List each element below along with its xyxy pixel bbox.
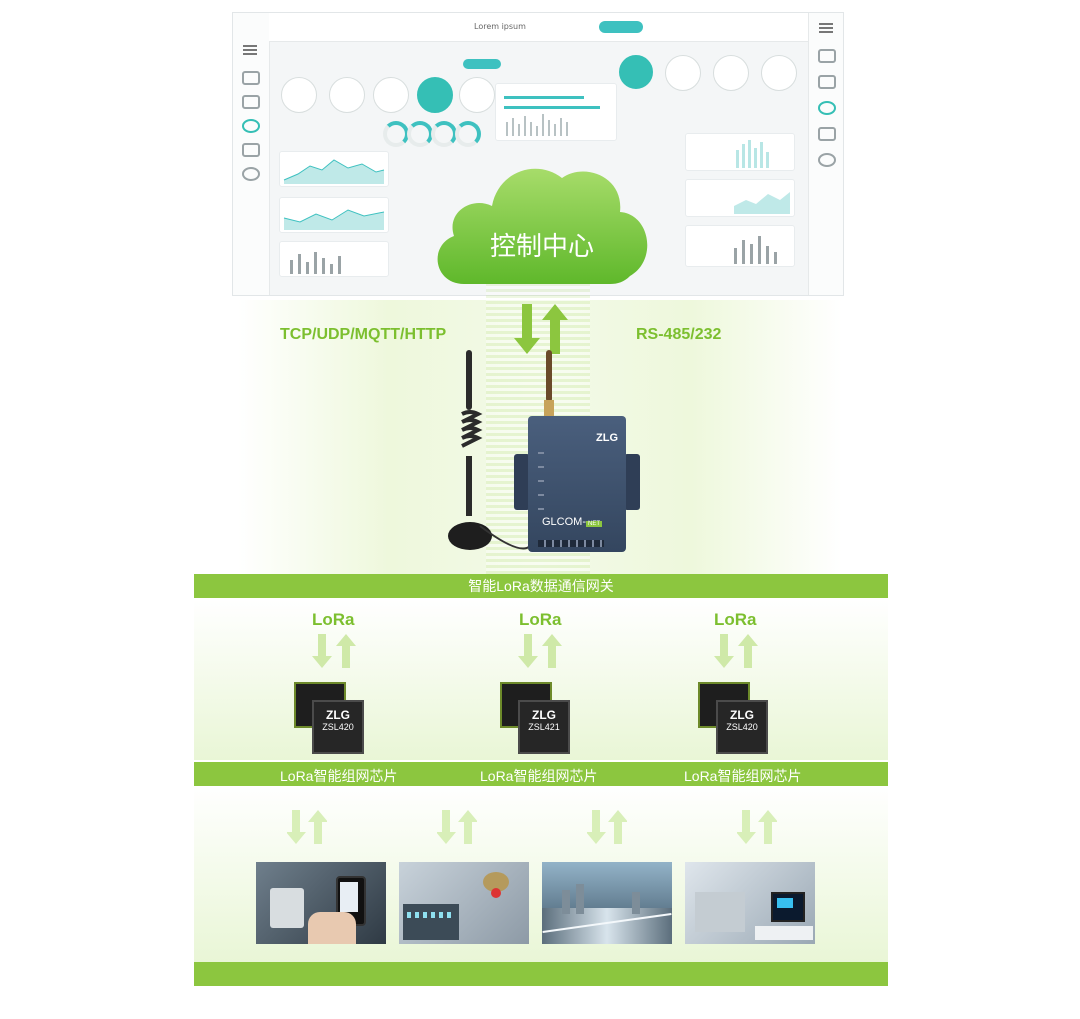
menu-icon[interactable] bbox=[819, 23, 833, 25]
cloud-label: 控制中心 bbox=[489, 232, 594, 262]
lora-label: LoRa bbox=[312, 610, 355, 629]
bidirectional-arrow-icon bbox=[514, 304, 568, 354]
bidirectional-arrow-icon bbox=[737, 810, 777, 844]
application-city-tile bbox=[542, 862, 672, 944]
bidirectional-arrow-icon bbox=[287, 810, 327, 844]
bidirectional-arrow-icon bbox=[714, 634, 758, 668]
bidirectional-arrow-icon bbox=[518, 634, 562, 668]
chart-panel bbox=[685, 179, 795, 217]
chip-model: ZSL420 bbox=[322, 722, 354, 732]
status-leds bbox=[538, 452, 544, 512]
chip-label: LoRa智能组网芯片 bbox=[280, 768, 398, 784]
chart-icon[interactable] bbox=[818, 49, 836, 63]
chart-panel bbox=[279, 151, 389, 187]
bidirectional-arrow-icon bbox=[312, 634, 356, 668]
stats-panel bbox=[495, 83, 617, 141]
application-meter-tile bbox=[256, 862, 386, 944]
chart-panel bbox=[279, 241, 389, 277]
shield-icon[interactable] bbox=[417, 77, 453, 113]
terminal-block bbox=[538, 540, 604, 547]
mount-ear bbox=[514, 454, 530, 510]
dashboard-topbar: Lorem ipsum bbox=[269, 13, 809, 42]
antenna-icon bbox=[448, 350, 530, 550]
lora-label: LoRa bbox=[714, 610, 757, 629]
cube-icon[interactable] bbox=[329, 77, 365, 113]
chip-label: LoRa智能组网芯片 bbox=[684, 768, 802, 784]
dashboard-screen: Lorem ipsum bbox=[232, 12, 844, 296]
bidirectional-arrow-icon bbox=[437, 810, 477, 844]
chip-model: ZSL421 bbox=[528, 722, 560, 732]
gateway-brand: ZLG bbox=[596, 432, 618, 444]
shield-icon[interactable] bbox=[619, 55, 653, 89]
cloud-icon bbox=[437, 168, 648, 284]
chart-icon[interactable] bbox=[242, 71, 260, 85]
protocol-label-right: RS-485/232 bbox=[636, 326, 722, 343]
topbar-user[interactable]: Lorem ipsum bbox=[474, 22, 526, 31]
chart-panel bbox=[279, 197, 389, 233]
lora-label: LoRa bbox=[519, 610, 562, 629]
dashboard-button[interactable] bbox=[463, 59, 501, 69]
percent-row bbox=[383, 121, 483, 149]
trophy-icon[interactable] bbox=[373, 77, 409, 113]
gateway-model-suffix: NET bbox=[586, 521, 602, 527]
application-bar bbox=[194, 962, 888, 986]
application-factory-tile bbox=[685, 862, 815, 944]
chip-label: LoRa智能组网芯片 bbox=[480, 768, 598, 784]
chip-brand: ZLG bbox=[730, 708, 754, 722]
chip-brand: ZLG bbox=[532, 708, 556, 722]
bidirectional-arrow-icon bbox=[587, 810, 627, 844]
trophy-icon[interactable] bbox=[665, 55, 701, 91]
box-icon[interactable] bbox=[761, 55, 797, 91]
dashboard-left-sidebar bbox=[233, 13, 270, 295]
link-icon[interactable] bbox=[242, 143, 260, 157]
gear-icon[interactable] bbox=[242, 167, 260, 181]
cube-icon[interactable] bbox=[818, 75, 836, 89]
gear-icon[interactable] bbox=[818, 153, 836, 167]
chip-brand: ZLG bbox=[326, 708, 350, 722]
cube-icon[interactable] bbox=[242, 95, 260, 109]
area-chart bbox=[283, 159, 385, 184]
trophy-icon[interactable] bbox=[281, 77, 317, 113]
topbar-button[interactable] bbox=[599, 21, 643, 33]
chip-model: ZSL420 bbox=[726, 722, 758, 732]
protocol-label-left: TCP/UDP/MQTT/HTTP bbox=[280, 326, 447, 343]
chart-panel bbox=[685, 225, 795, 267]
chip: ZLG ZSL421 bbox=[500, 682, 570, 754]
chip-bar: LoRa智能组网芯片 LoRa智能组网芯片 LoRa智能组网芯片 bbox=[194, 762, 888, 786]
gateway-model: GLCOM- bbox=[542, 516, 586, 528]
dollar-icon[interactable] bbox=[818, 101, 836, 115]
chip: ZLG ZSL420 bbox=[294, 682, 364, 754]
link-icon[interactable] bbox=[818, 127, 836, 141]
application-fire-tile bbox=[399, 862, 529, 944]
gateway-body: ZLG GLCOM-NET bbox=[528, 416, 626, 552]
gateway-bar: 智能LoRa数据通信网关 bbox=[194, 574, 888, 598]
menu-icon[interactable] bbox=[243, 45, 257, 47]
box-icon[interactable] bbox=[459, 77, 495, 113]
mount-ear bbox=[624, 454, 640, 510]
grid-icon[interactable] bbox=[713, 55, 749, 91]
chart-panel bbox=[685, 133, 795, 171]
antenna-icon bbox=[544, 350, 554, 418]
dollar-icon[interactable] bbox=[242, 119, 260, 133]
dashboard-right-sidebar bbox=[808, 13, 843, 295]
chip: ZLG ZSL420 bbox=[698, 682, 768, 754]
gateway-device: ZLG GLCOM-NET bbox=[440, 346, 640, 560]
